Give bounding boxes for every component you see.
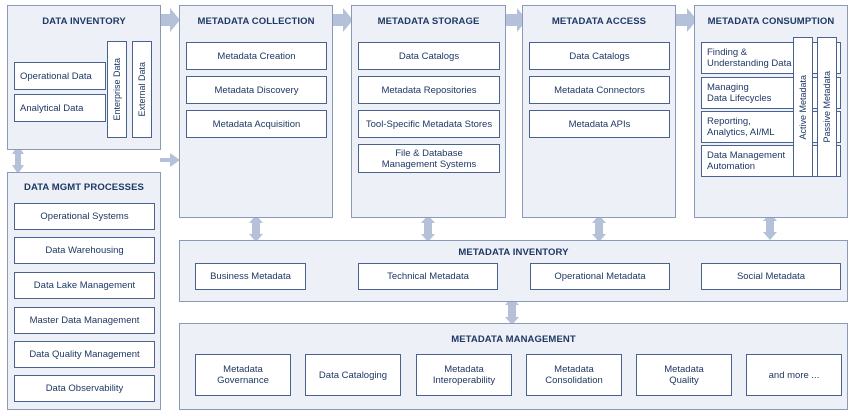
panel-title: DATA MGMT PROCESSES — [24, 182, 144, 193]
enterprise-data-label: Enterprise Data — [112, 58, 122, 121]
collection-item: Metadata Creation — [186, 42, 327, 70]
enterprise-data-box: Enterprise Data — [107, 41, 127, 138]
panel-title: METADATA MANAGEMENT — [451, 334, 576, 345]
management-item: Data Cataloging — [305, 354, 401, 396]
panel-title: METADATA ACCESS — [551, 16, 647, 27]
inventory-item: Technical Metadata — [358, 263, 498, 290]
arrow-consumption-metainventory — [763, 213, 777, 240]
management-item: Metadata Quality — [636, 354, 732, 396]
external-data-label: External Data — [137, 62, 147, 117]
inventory-item: Business Metadata — [195, 263, 306, 290]
access-item: Metadata Connectors — [529, 76, 670, 104]
process-item: Data Quality Management — [14, 341, 155, 368]
external-data-box: External Data — [132, 41, 152, 138]
process-item: Data Warehousing — [14, 237, 155, 264]
inventory-item: Operational Metadata — [530, 263, 670, 290]
data-inventory-panel: DATA INVENTORY Operational Data Analytic… — [7, 5, 161, 150]
metadata-access-panel: METADATA ACCESS Data Catalogs Metadata C… — [522, 5, 676, 218]
process-item: Master Data Management — [14, 307, 155, 334]
arrow-access-metainventory — [592, 215, 606, 242]
passive-metadata-label: Passive Metadata — [822, 71, 832, 143]
storage-item: Data Catalogs — [358, 42, 500, 70]
process-item: Data Lake Management — [14, 272, 155, 299]
collection-item: Metadata Discovery — [186, 76, 327, 104]
arrow-storage-metainventory — [421, 215, 435, 242]
collection-item: Metadata Acquisition — [186, 110, 327, 138]
arrow-inventory-processes — [12, 145, 24, 174]
arrow-collection-metainventory — [249, 215, 263, 242]
access-item: Metadata APIs — [529, 110, 670, 138]
storage-item: Metadata Repositories — [358, 76, 500, 104]
metadata-inventory-panel: METADATA INVENTORY Business Metadata Tec… — [179, 240, 848, 302]
storage-item: File & Database Management Systems — [358, 144, 500, 173]
panel-title: METADATA COLLECTION — [197, 16, 315, 27]
panel-title: METADATA STORAGE — [377, 16, 480, 27]
data-mgmt-processes-panel: DATA MGMT PROCESSES Operational Systems … — [7, 172, 161, 410]
inventory-item: Social Metadata — [701, 263, 841, 290]
metadata-collection-panel: METADATA COLLECTION Metadata Creation Me… — [179, 5, 333, 218]
panel-title: METADATA INVENTORY — [458, 247, 569, 258]
panel-title: DATA INVENTORY — [42, 16, 126, 27]
process-item: Data Observability — [14, 375, 155, 402]
passive-metadata-box: Passive Metadata — [817, 37, 837, 177]
management-item: and more ... — [746, 354, 842, 396]
arrow-processes-to-collection — [160, 153, 180, 167]
metadata-storage-panel: METADATA STORAGE Data Catalogs Metadata … — [351, 5, 506, 218]
metadata-management-panel: METADATA MANAGEMENT Metadata Governance … — [179, 323, 848, 410]
access-item: Data Catalogs — [529, 42, 670, 70]
active-metadata-box: Active Metadata — [793, 37, 813, 177]
arrow-metainventory-management — [505, 297, 519, 325]
storage-item: Tool-Specific Metadata Stores — [358, 110, 500, 138]
analytical-data-box: Analytical Data — [14, 94, 106, 122]
management-item: Metadata Interoperability — [416, 354, 512, 396]
management-item: Metadata Governance — [195, 354, 291, 396]
management-item: Metadata Consolidation — [526, 354, 622, 396]
panel-title: METADATA CONSUMPTION — [707, 16, 835, 27]
active-metadata-label: Active Metadata — [798, 74, 808, 140]
process-item: Operational Systems — [14, 203, 155, 230]
metadata-consumption-panel: METADATA CONSUMPTION Finding & Understan… — [694, 5, 848, 218]
operational-data-box: Operational Data — [14, 62, 106, 90]
